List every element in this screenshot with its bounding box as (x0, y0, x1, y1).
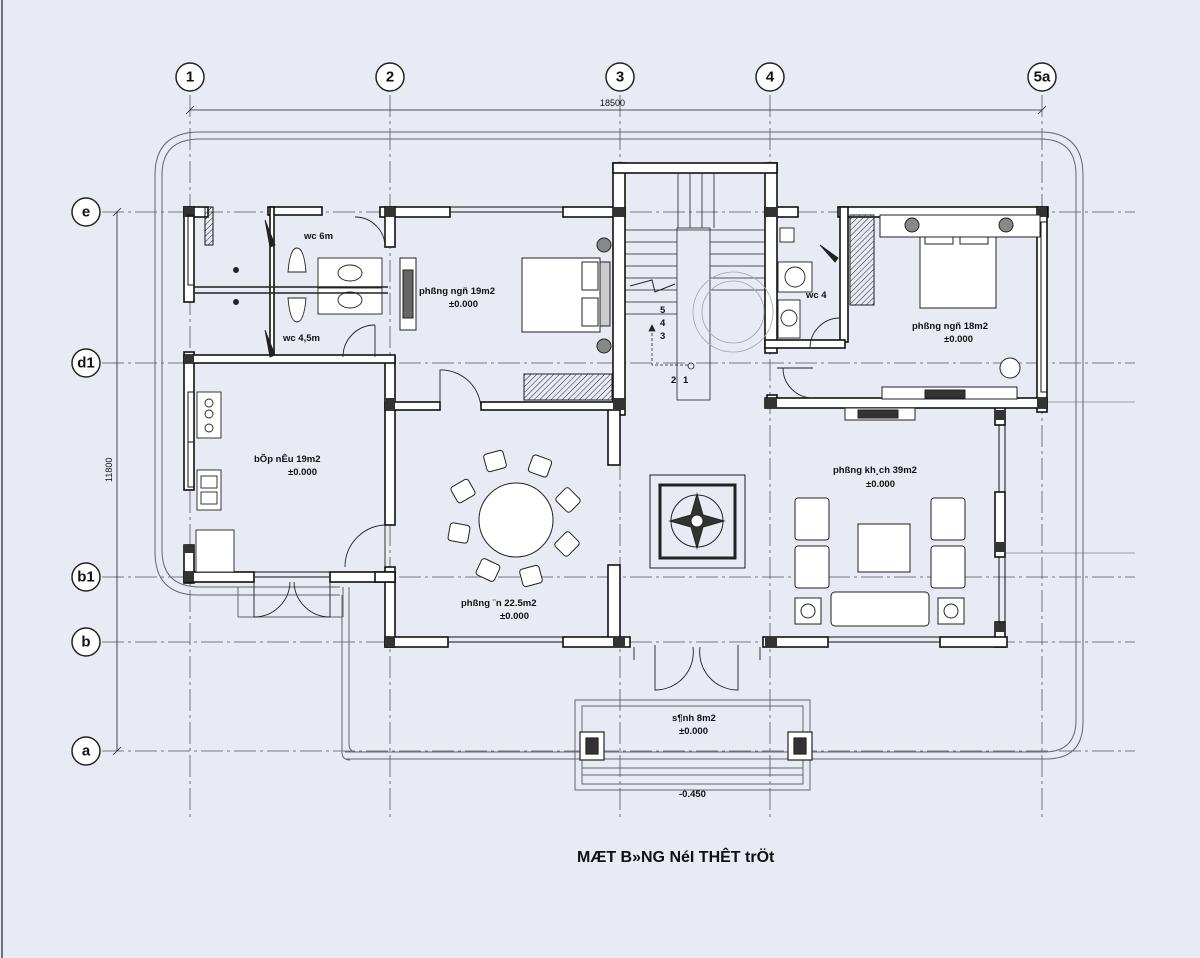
svg-text:e: e (82, 204, 90, 221)
room-name-wc-2: wc 4,5m (282, 333, 320, 344)
svg-text:b: b (81, 634, 90, 651)
svg-text:3: 3 (616, 69, 624, 86)
stair-step-5: 5 (660, 305, 666, 316)
stair-step-2: 2 (671, 375, 676, 386)
room-name-dining: phßng ¨n 22.5m2 (461, 598, 536, 609)
overall-height-dimension: 11800 (104, 458, 114, 482)
room-name-bedroom-2: phßng ngñ 18m2 (912, 321, 988, 332)
axis-bubble-4: 4 (755, 62, 785, 92)
room-name-bedroom-1: phßng ngñ 19m2 (419, 286, 495, 297)
bedroom-2-furniture (844, 214, 1041, 421)
room-name-hall: s¶nh 8m2 (672, 713, 716, 724)
kitchen-fixtures (195, 391, 235, 573)
svg-text:b1: b1 (77, 569, 95, 586)
columns (184, 207, 1047, 647)
dimension-lines (112, 105, 1047, 756)
overall-width-dimension: 18500 (600, 98, 625, 108)
axis-bubble-2: 2 (375, 62, 405, 92)
svg-text:2: 2 (386, 69, 394, 86)
axis-bubble-b: b (71, 627, 101, 657)
svg-text:4: 4 (766, 69, 775, 86)
level-bedroom-2: ±0.000 (944, 334, 973, 345)
room-name-kitchen: bÕp nÊu 19m2 (254, 453, 321, 465)
watermark-stamp (692, 271, 774, 353)
axis-bubble-1: 1 (175, 62, 205, 92)
svg-text:5a: 5a (1034, 69, 1051, 86)
svg-text:d1: d1 (77, 355, 95, 372)
stair-step-3: 3 (660, 331, 665, 342)
doors (253, 216, 841, 691)
svg-text:a: a (82, 743, 91, 760)
dining-set (447, 449, 581, 588)
level-hall: ±0.000 (679, 726, 708, 737)
porch-columns (579, 731, 813, 761)
level-kitchen: ±0.000 (288, 467, 317, 478)
axis-bubble-e: e (71, 197, 101, 227)
drawing-title: MÆT B»NG NéI THÊT trÖt (577, 847, 775, 866)
staircase (625, 173, 765, 401)
axis-bubble-5a: 5a (1027, 62, 1057, 92)
level-living: ±0.000 (866, 479, 895, 490)
level-bedroom-1: ±0.000 (449, 299, 478, 310)
bathroom-fixtures-right (777, 227, 813, 339)
bathroom-fixtures-left (194, 247, 388, 323)
svg-text:1: 1 (186, 69, 194, 86)
axis-bubble-3: 3 (605, 62, 635, 92)
axis-bubble-b1: b1 (71, 562, 101, 592)
axis-bubble-a: a (71, 736, 101, 766)
level-outside: -0.450 (679, 789, 706, 800)
living-furniture (794, 497, 966, 627)
axis-bubble-d1: d1 (71, 348, 101, 378)
windows (187, 206, 1048, 643)
level-dining: ±0.000 (500, 611, 529, 622)
bedroom-1-furniture (399, 237, 613, 401)
room-name-wc-3: wc 4 (805, 290, 827, 301)
room-name-living: phßng kh¸ch 39m2 (833, 465, 917, 476)
room-name-wc-1: wc 6m (303, 231, 333, 242)
stair-step-4: 4 (660, 318, 666, 329)
hall-rug (649, 474, 746, 569)
stair-step-1: 1 (683, 375, 689, 386)
